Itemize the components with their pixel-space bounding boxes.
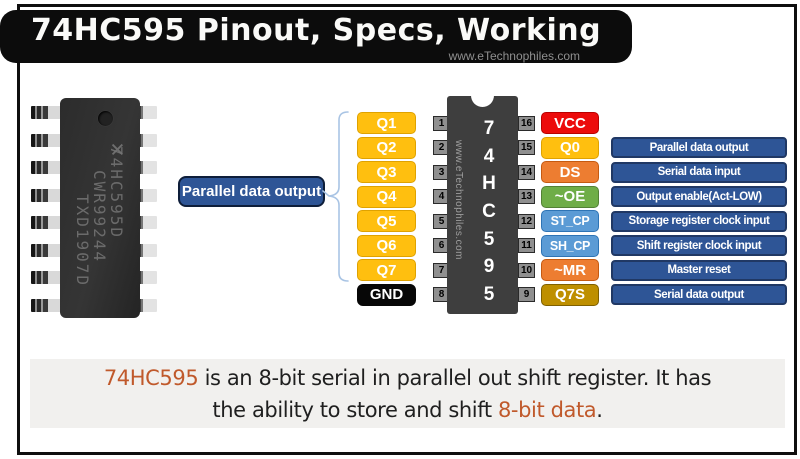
photo-lead-left-6: [31, 243, 62, 257]
pin-number-16: 16: [518, 115, 535, 131]
chip-marking-line2: CWR99244: [90, 170, 109, 264]
brace-connector: [322, 111, 349, 282]
chip-marking-line3: TXD1907D: [73, 194, 92, 288]
pin-label-vcc: VCC: [541, 112, 599, 134]
pin-number-15: 15: [518, 140, 535, 155]
right-pin-label-column: VCC Q0 DS ~OE ST_CP SH_CP ~MR Q7S: [541, 112, 599, 306]
photo-lead-right-8: [137, 298, 157, 312]
ic-photo: ✕ 74HC595D CWR99244 TXD1907D: [28, 92, 168, 325]
desc-q0: Parallel data output: [611, 137, 787, 158]
ic-char: 5: [483, 228, 495, 250]
pin-number-12: 12: [518, 213, 535, 229]
ic-char: 7: [483, 118, 495, 139]
left-pin-number-column: 1 2 3 4 5 6 7 8: [433, 112, 450, 306]
photo-lead-left-8: [31, 298, 62, 312]
photo-lead-left-5: [31, 216, 62, 229]
footer-accent-part-number: 74HC595: [103, 365, 199, 390]
watermark-text: www.eTechnophiles.com: [448, 49, 580, 63]
desc-st-cp: Storage register clock input: [611, 210, 787, 232]
pin-number-5: 5: [433, 213, 450, 229]
photo-lead-right-1: [137, 106, 157, 119]
footer-line-2: the ability to store and shift 8-bit dat…: [212, 394, 603, 426]
footer-description-box: 74HC595 is an 8-bit serial in parallel o…: [30, 359, 785, 428]
pin-label-mr: ~MR: [541, 259, 599, 281]
ic-char: 4: [483, 145, 495, 167]
pin-label-q1: Q1: [357, 112, 416, 134]
footer-line-1: 74HC595 is an 8-bit serial in parallel o…: [103, 362, 712, 394]
pin-label-q7: Q7: [357, 259, 416, 281]
ic-char: H: [482, 173, 496, 195]
footer-text-2: the ability to store and shift: [212, 397, 498, 422]
pin-number-10: 10: [518, 262, 535, 278]
photo-lead-right-4: [137, 188, 157, 202]
pin-label-q3: Q3: [357, 161, 416, 183]
pin-label-q2: Q2: [357, 136, 416, 159]
photo-lead-left-4: [31, 188, 62, 202]
photo-lead-left-2: [31, 133, 62, 147]
photo-lead-right-6: [137, 243, 157, 257]
photo-lead-right-7: [137, 271, 157, 284]
parallel-output-group-label: Parallel data output: [178, 176, 325, 207]
left-pin-label-column: Q1 Q2 Q3 Q4 Q5 Q6 Q7 GND: [357, 112, 416, 306]
pin-label-q7s: Q7S: [541, 283, 599, 306]
footer-accent-8bit: 8-bit data: [497, 397, 597, 422]
title-banner: 74HC595 Pinout, Specs, Working www.eTech…: [0, 10, 632, 63]
ic-part-number: 7 4 H C 5 9 5: [471, 118, 507, 306]
pin1-dimple: [98, 111, 113, 126]
pin-label-st-cp: ST_CP: [541, 210, 599, 232]
ic-notch: [471, 84, 494, 107]
pin-label-q4: Q4: [357, 185, 416, 208]
desc-mr: Master reset: [611, 259, 787, 281]
ic-char: 9: [483, 256, 495, 278]
chip-marking-line1: 74HC595D: [107, 146, 126, 240]
pin-label-oe: ~OE: [541, 185, 599, 208]
ic-char: 5: [483, 283, 495, 305]
desc-sh-cp: Shift register clock input: [611, 235, 787, 256]
photo-lead-right-3: [137, 161, 157, 174]
pin-number-8: 8: [433, 287, 450, 302]
pin-label-q5: Q5: [357, 210, 416, 232]
pin-label-ds: DS: [541, 161, 599, 183]
pin-label-sh-cp: SH_CP: [541, 234, 599, 257]
pin-number-9: 9: [518, 287, 535, 302]
desc-ds: Serial data input: [611, 161, 787, 183]
photo-lead-right-5: [137, 216, 157, 229]
footer-text-1: is an 8-bit serial in parallel out shift…: [198, 365, 712, 390]
pin-label-q6: Q6: [357, 234, 416, 257]
photo-lead-left-7: [31, 271, 62, 284]
photo-lead-left-1: [31, 106, 62, 119]
photo-lead-left-3: [31, 161, 62, 174]
page-title: 74HC595 Pinout, Specs, Working: [30, 13, 602, 48]
pin-number-13: 13: [518, 189, 535, 204]
pin-number-11: 11: [518, 238, 535, 253]
pin-description-column: Parallel data output Serial data input O…: [611, 112, 787, 306]
photo-lead-right-2: [137, 133, 157, 147]
ic-watermark: www.eTechnophiles.com: [453, 140, 464, 260]
right-pin-number-column: 16 15 14 13 12 11 10 9: [518, 112, 535, 306]
pin-number-14: 14: [518, 164, 535, 180]
desc-oe: Output enable(Act-LOW): [611, 186, 787, 207]
ic-diagram-body: www.eTechnophiles.com 7 4 H C 5 9 5: [447, 84, 518, 314]
desc-q7s: Serial data output: [611, 284, 787, 305]
pin-label-gnd: GND: [357, 283, 416, 306]
pin-label-q0: Q0: [541, 136, 599, 159]
ic-photo-body: ✕ 74HC595D CWR99244 TXD1907D: [60, 98, 140, 318]
footer-period: .: [596, 397, 603, 422]
ic-char: C: [482, 200, 496, 222]
